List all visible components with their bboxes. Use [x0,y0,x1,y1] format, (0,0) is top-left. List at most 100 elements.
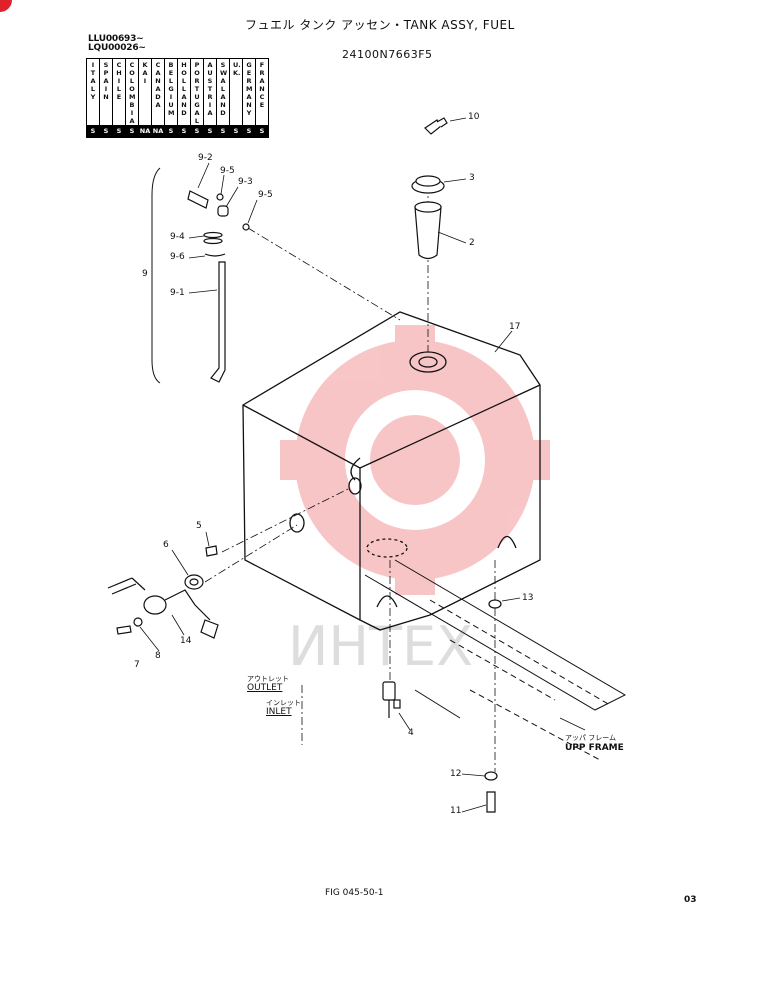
part-number: 24100N7663F5 [342,48,433,61]
callout-9-5b: 9-5 [258,190,273,200]
frame-label: UPP FRAME [565,743,624,753]
country-applicability-table: ITALY SPAIN CHILE COLOMBIA KAI CANADA BE… [86,58,269,138]
washer-part-13 [488,599,502,609]
page-title: フュエル タンク アッセン・TANK ASSY, FUEL [245,18,515,32]
washer-part-9-4b [203,237,223,245]
code-cell: NA [138,125,152,138]
callout-9-2: 9-2 [198,153,213,163]
drain-valve-part-4 [382,681,401,718]
leader-8 [139,626,160,652]
key-part-10 [424,117,448,135]
leader-sender [204,524,298,583]
callout-9-3: 9-3 [238,177,253,187]
leader-gauge [247,227,401,321]
leader-9-2 [197,162,210,189]
washer-part-12 [484,771,498,781]
callout-9-1: 9-1 [170,288,185,298]
callout-17: 17 [509,322,521,332]
frame-label-jp: アッパ フレーム [565,734,617,742]
port-boss-upper [348,477,362,495]
watermark-logo [280,325,550,595]
drain-boss-hidden [366,538,408,558]
tank-cutout-right [497,535,517,549]
leader-9-1 [188,289,218,294]
tank-outline [242,311,541,631]
inlet-label-jp: インレット [266,699,301,707]
leader-9-4 [188,235,205,239]
frame-rail-5 [414,689,461,719]
leader-9-6 [188,255,206,259]
serial-range-1: LLU00693~ [88,34,144,44]
callout-9-5a: 9-5 [220,166,235,176]
tank-body [242,311,541,631]
frame-rail-2 [429,599,611,706]
callout-6: 6 [163,540,169,550]
gauge-part-9-2 [187,190,209,209]
cap-part-3 [411,175,445,194]
leader-9-5a [220,174,225,195]
country-names-row: ITALY SPAIN CHILE COLOMBIA KAI CANADA BE… [86,58,269,126]
callout-14: 14 [180,636,192,646]
leader-12 [461,773,486,777]
filler-neck-inner [418,356,438,368]
tank-cutout-front [376,595,398,608]
bolt-part-7 [116,625,132,635]
clip-part-9-6 [204,253,226,257]
callout-5: 5 [196,521,202,531]
page-code: 03 [684,895,697,905]
leader-6 [171,549,189,576]
leader-14 [171,614,185,636]
callout-4: 4 [408,728,414,738]
filler-tube-part-2 [414,201,442,260]
code-cell: S [125,125,139,138]
leader-10 [449,117,467,122]
leader-11 [461,804,487,813]
leader-9-5b [247,199,258,224]
callout-9-4: 9-4 [170,232,185,242]
callout-7: 7 [134,660,140,670]
callout-9: 9 [142,269,148,279]
watermark-gear-ring [295,340,535,580]
callout-12: 12 [450,769,462,779]
sender-part-14 [107,577,219,639]
watermark-gear-tooth [280,440,320,480]
frame-rail-3 [449,639,556,701]
frame-rail-4 [469,689,601,761]
upper-frame [364,559,627,761]
callout-9-6: 9-6 [170,252,185,262]
leader-2 [437,231,467,244]
code-cell: NA [151,125,165,138]
nut-part-9-3 [217,205,229,217]
callout-11: 11 [450,806,462,816]
leader-5 [205,531,210,547]
washer-part-9-4a [203,231,223,239]
frame-rail-1 [364,559,627,711]
o-ring-part-9-5b [242,223,250,231]
code-cell: S [216,125,230,138]
callout-10: 10 [468,112,480,122]
code-cell: S [190,125,204,138]
gasket-part-6 [184,574,204,590]
callout-3: 3 [469,173,475,183]
country-cell: SWALAND [216,58,230,126]
group-bracket-9 [151,167,161,384]
code-cell: S [255,125,269,138]
watermark-gear-tooth [510,440,550,480]
leader-3 [443,178,467,183]
callout-2: 2 [469,238,475,248]
leader-plug [221,487,351,553]
callout-8: 8 [155,651,161,661]
outlet-label: OUTLET [247,683,283,693]
country-codes-row: S S S S NA NA S S S S S S S S [86,125,269,138]
callout-13: 13 [522,593,534,603]
washer-part-8 [133,617,143,627]
watermark-gear-hole [345,390,485,530]
leader-13 [501,597,521,602]
code-cell: S [86,125,100,138]
watermark-gear-tooth [395,555,435,595]
rod-part-9-1 [210,261,226,383]
serial-range-2: LQU00026~ [88,43,146,53]
parts [107,117,502,813]
leader-17 [494,330,513,353]
